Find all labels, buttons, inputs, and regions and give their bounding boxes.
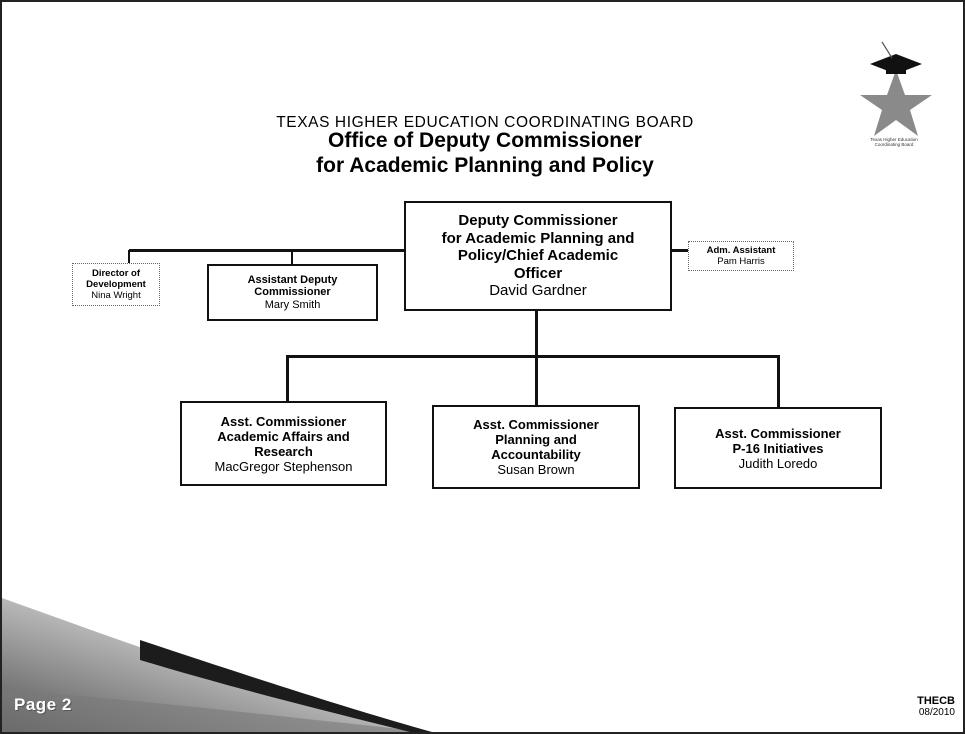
adm-assistant-title: Adm. Assistant <box>706 245 776 256</box>
connector-report-3-drop <box>777 356 780 407</box>
assistant-deputy-name: Mary Smith <box>264 298 321 311</box>
report-2-title-line-1: Asst. Commissioner <box>473 417 599 432</box>
report-1-title-line-1: Asst. Commissioner <box>220 413 347 429</box>
assistant-deputy-title-line-2: Commissioner <box>254 286 331 299</box>
assistant-deputy-commissioner-box: Assistant Deputy Commissioner Mary Smith <box>207 264 378 321</box>
adm-assistant-box: Adm. Assistant Pam Harris <box>688 241 794 271</box>
report-box-p16-initiatives: Asst. Commissioner P-16 Initiatives Judi… <box>674 407 882 489</box>
connector-director-drop <box>128 250 130 264</box>
director-of-development-box: Director of Development Nina Wright <box>72 263 160 306</box>
deputy-commissioner-box: Deputy Commissioner for Academic Plannin… <box>404 201 672 311</box>
logo-caption-line-1: Texas Higher Education <box>870 137 918 142</box>
organization-name: TEXAS HIGHER EDUCATION COORDINATING BOAR… <box>276 114 694 131</box>
report-2-title-line-2: Planning and <box>495 432 577 447</box>
report-3-name: Judith Loredo <box>738 455 818 471</box>
page-title-line-1: Office of Deputy Commissioner <box>328 129 642 152</box>
report-1-title-line-2: Academic Affairs and <box>217 428 350 444</box>
report-1-name: MacGregor Stephenson <box>214 458 353 474</box>
director-name: Nina Wright <box>91 290 141 301</box>
deputy-commissioner-name: David Gardner <box>489 282 587 300</box>
connector-top-trunk <box>535 310 538 408</box>
assistant-deputy-title-line-1: Assistant Deputy <box>247 273 338 286</box>
report-3-title-line-2: P-16 Initiatives <box>732 440 824 456</box>
report-3-title-line-1: Asst. Commissioner <box>715 425 841 441</box>
adm-assistant-name: Pam Harris <box>717 256 765 267</box>
deputy-commissioner-title-line-2: for Academic Planning and <box>441 229 635 247</box>
footer-agency: THECB <box>917 695 955 707</box>
thecb-logo-icon <box>860 41 932 136</box>
page-number-label: Page 2 <box>14 695 72 714</box>
director-title-line-1: Director of <box>91 268 141 279</box>
report-box-academic-affairs: Asst. Commissioner Academic Affairs and … <box>180 401 387 486</box>
logo-caption-line-2: Coordinating Board <box>874 142 914 147</box>
footer-date: 08/2010 <box>918 707 955 718</box>
deputy-commissioner-title-line-1: Deputy Commissioner <box>458 212 618 230</box>
connector-adm-assistant-stub <box>672 249 688 252</box>
report-box-planning-accountability: Asst. Commissioner Planning and Accounta… <box>432 405 640 489</box>
deputy-commissioner-title-line-3: Policy/Chief Academic <box>457 247 619 265</box>
report-1-title-line-3: Research <box>254 443 313 459</box>
connector-reports-horizontal <box>286 355 780 358</box>
deputy-commissioner-title-line-4: Officer <box>513 264 563 282</box>
footer-agency-date: THECB 08/2010 <box>917 695 955 718</box>
connector-assistant-deputy-drop <box>291 250 293 265</box>
report-2-title-line-3: Accountability <box>491 447 581 462</box>
logo-caption: Texas Higher Education Coordinating Boar… <box>844 137 944 147</box>
page-title-line-2: for Academic Planning and Policy <box>316 154 654 177</box>
director-title-line-2: Development <box>86 279 146 290</box>
connector-report-1-drop <box>286 356 289 401</box>
report-2-name: Susan Brown <box>497 462 575 477</box>
